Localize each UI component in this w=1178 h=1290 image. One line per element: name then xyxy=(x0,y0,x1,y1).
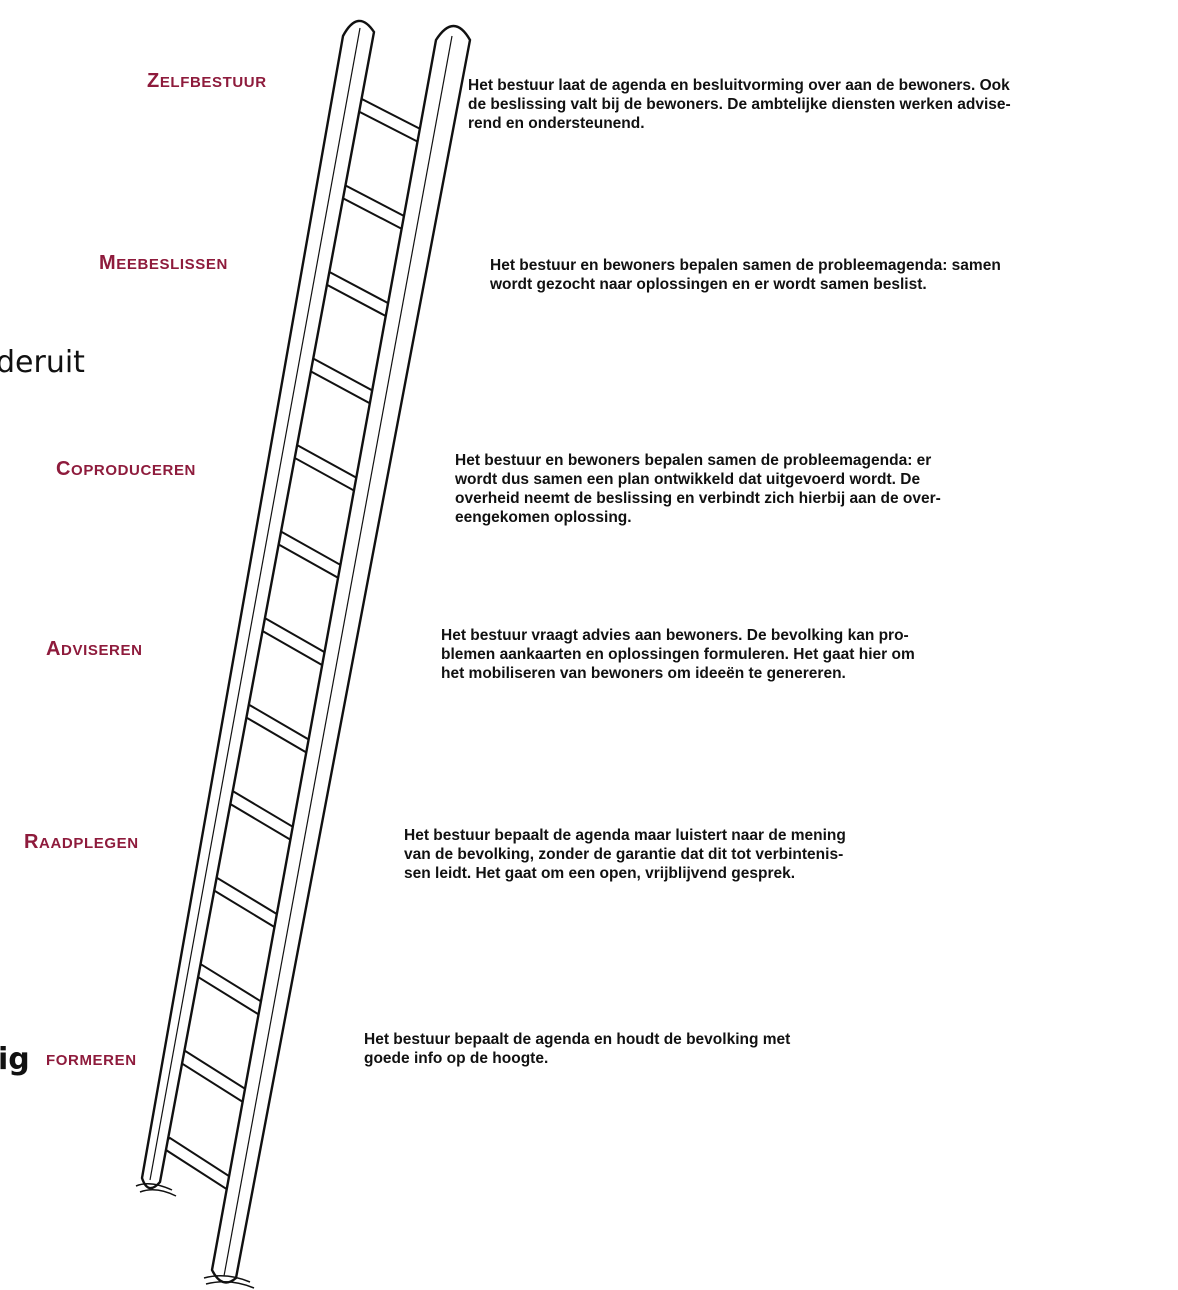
ladder-rung xyxy=(241,702,318,758)
ladder-rung xyxy=(225,789,301,845)
level-description-meebeslissen: Het bestuur en bewoners bepalen samen de… xyxy=(490,257,1001,293)
ladder-rung xyxy=(210,876,284,932)
level-label-adviseren: ADVISEREN xyxy=(46,638,143,660)
level-label-zelfbestuur: ZELFBESTUUR xyxy=(147,70,267,92)
cropped-text-fragment: deruit xyxy=(0,345,85,380)
level-description-adviseren: Het bestuur vraagt advies aan bewoners. … xyxy=(441,627,915,682)
ladder-rung xyxy=(194,963,267,1018)
ladder-rungs xyxy=(163,94,436,1192)
level-description-zelfbestuur: Het bestuur laat de agenda en besluitvor… xyxy=(468,77,1011,132)
ladder-rung xyxy=(163,1136,234,1192)
level-description-informeren: Het bestuur bepaalt de agenda en houdt d… xyxy=(364,1031,791,1067)
level-description-coproduceren: Het bestuur en bewoners bepalen samen de… xyxy=(455,452,941,526)
level-description-raadplegen: Het bestuur bepaalt de agenda maar luist… xyxy=(404,827,846,882)
level-label-coproduceren: COPRODUCEREN xyxy=(56,458,196,480)
cropped-text-fragment-ig: ig xyxy=(0,1042,30,1077)
ladder-rung xyxy=(179,1050,251,1105)
level-label-raadplegen: RAADPLEGEN xyxy=(24,831,139,853)
level-label-informeren: FORMEREN xyxy=(46,1052,137,1069)
level-label-meebeslissen: MEEBESLISSEN xyxy=(99,252,228,274)
